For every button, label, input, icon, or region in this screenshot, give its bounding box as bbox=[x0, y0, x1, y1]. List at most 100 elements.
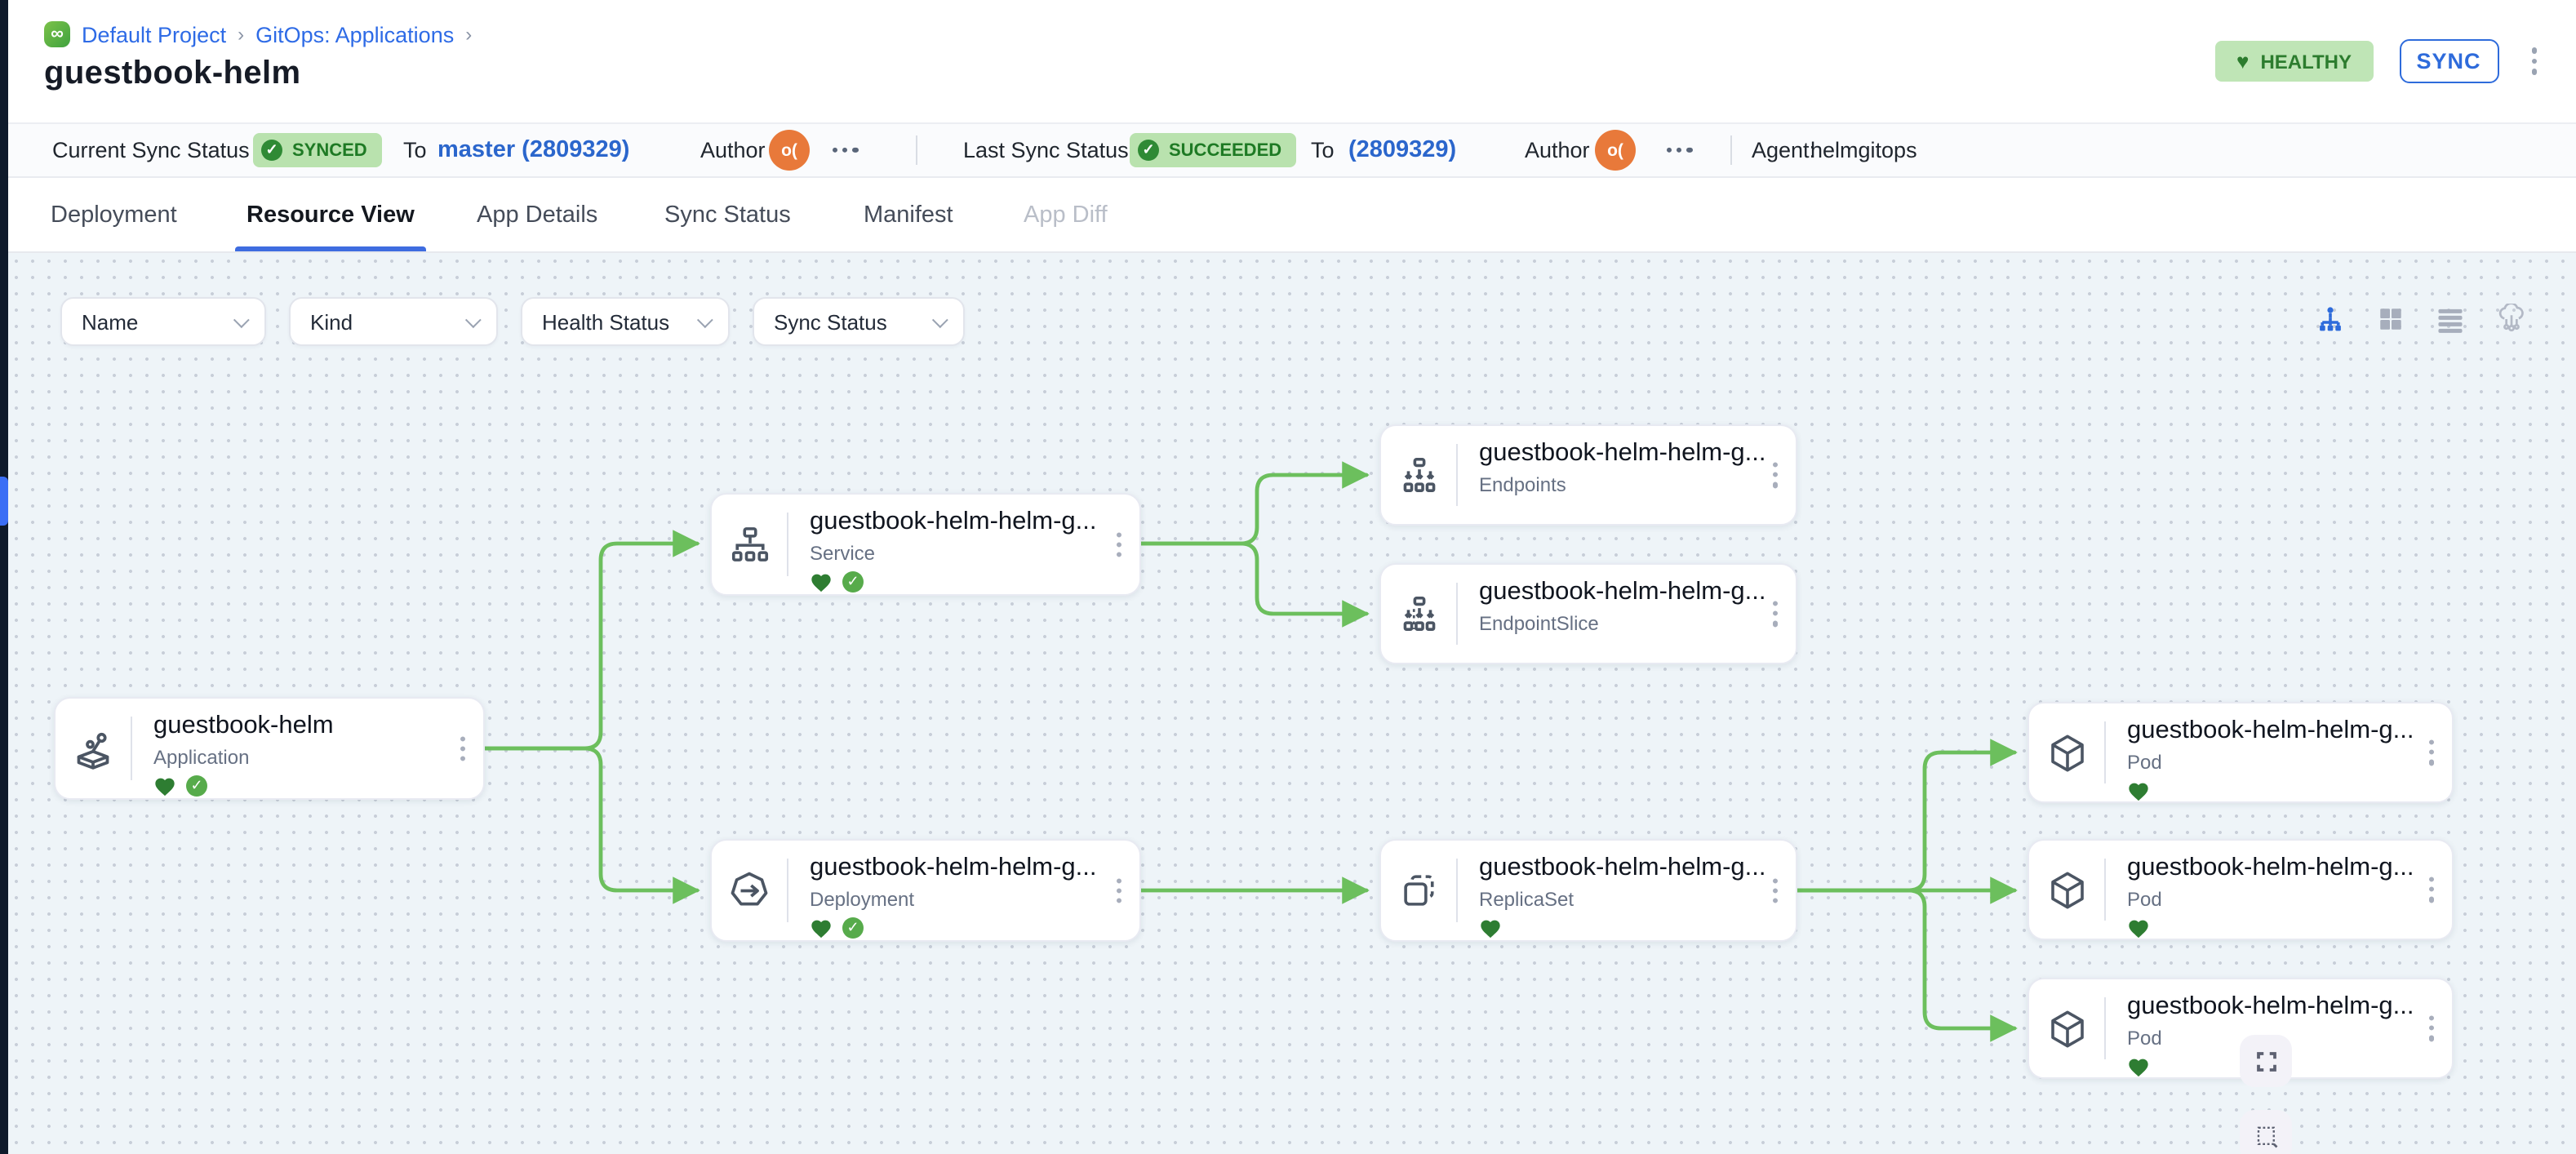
node-endpointslice[interactable]: guestbook-helm-helm-g... EndpointSlice ✓ bbox=[1379, 563, 1797, 664]
replicaset-icon bbox=[1381, 859, 1458, 922]
tab-app-details[interactable]: App Details bbox=[477, 202, 598, 228]
current-sync-status-label: Current Sync Status bbox=[52, 138, 250, 162]
selection-mode-button[interactable] bbox=[2240, 1110, 2292, 1154]
node-menu-button[interactable] bbox=[1770, 597, 1781, 629]
node-kind: Pod bbox=[2127, 888, 2162, 911]
chevron-down-icon bbox=[464, 311, 482, 328]
node-kind: Application bbox=[153, 746, 250, 769]
synced-badge: ✓ SYNCED bbox=[253, 133, 382, 167]
cluster-view-icon[interactable] bbox=[2496, 302, 2527, 343]
chevron-down-icon bbox=[696, 311, 713, 328]
healthy-heart-icon bbox=[2129, 920, 2148, 939]
pod-icon bbox=[2029, 721, 2106, 783]
more-commits-button[interactable] bbox=[1667, 147, 1693, 153]
node-title: guestbook-helm-helm-g... bbox=[2127, 992, 2414, 1020]
more-commits-button[interactable] bbox=[833, 147, 859, 153]
tab-deployment[interactable]: Deployment bbox=[51, 202, 177, 228]
tab-app-diff[interactable]: App Diff bbox=[1024, 202, 1108, 228]
filter-bar: Name Kind Health Status Sync Status bbox=[8, 297, 965, 346]
sync-status-filter-dropdown[interactable]: Sync Status bbox=[753, 297, 965, 346]
node-title: guestbook-helm-helm-g... bbox=[810, 508, 1097, 535]
node-menu-button[interactable] bbox=[457, 732, 469, 764]
node-kind: Deployment bbox=[810, 888, 915, 911]
view-toggle-group bbox=[2315, 302, 2527, 343]
node-pod[interactable]: guestbook-helm-helm-g... Pod ✓ bbox=[2027, 839, 2454, 940]
node-menu-button[interactable] bbox=[1113, 528, 1125, 560]
sidebar-active-indicator bbox=[0, 477, 8, 526]
breadcrumb-project-link[interactable]: Default Project bbox=[82, 22, 227, 47]
kind-filter-dropdown[interactable]: Kind bbox=[289, 297, 498, 346]
pod-icon bbox=[2029, 997, 2106, 1059]
node-endpoints[interactable]: guestbook-helm-helm-g... Endpoints ✓ bbox=[1379, 424, 1797, 526]
tab-manifest[interactable]: Manifest bbox=[864, 202, 953, 228]
sidebar-rail[interactable] bbox=[0, 0, 8, 1154]
node-menu-button[interactable] bbox=[2426, 873, 2437, 905]
node-pod[interactable]: guestbook-helm-helm-g... Pod ✓ bbox=[2027, 702, 2454, 803]
check-circle-icon: ✓ bbox=[261, 140, 282, 161]
to-label: To bbox=[403, 138, 427, 162]
node-service[interactable]: guestbook-helm-helm-g... Service ✓ bbox=[710, 493, 1141, 596]
name-filter-dropdown[interactable]: Name bbox=[60, 297, 266, 346]
node-title: guestbook-helm bbox=[153, 712, 334, 739]
node-menu-button[interactable] bbox=[2426, 736, 2437, 768]
node-title: guestbook-helm-helm-g... bbox=[810, 854, 1097, 881]
pod-icon bbox=[2029, 859, 2106, 921]
author-label: Author bbox=[700, 138, 766, 162]
node-menu-button[interactable] bbox=[1113, 874, 1125, 906]
agent-label: Agent: bbox=[1752, 138, 1816, 162]
healthy-heart-icon bbox=[811, 574, 831, 593]
node-menu-button[interactable] bbox=[1770, 874, 1781, 906]
tree-view-icon[interactable] bbox=[2315, 304, 2346, 342]
app-menu-button[interactable] bbox=[2525, 45, 2543, 78]
app-status-bar: Current Sync Status ✓ SYNCED To master (… bbox=[8, 122, 2576, 178]
node-application[interactable]: guestbook-helm Application ✓ bbox=[54, 697, 485, 800]
last-sync-status-label: Last Sync Status bbox=[963, 138, 1129, 162]
breadcrumb-applications-link[interactable]: GitOps: Applications bbox=[255, 22, 455, 47]
node-title: guestbook-helm-helm-g... bbox=[1479, 578, 1766, 606]
endpoints-icon bbox=[1381, 444, 1458, 506]
node-title: guestbook-helm-helm-g... bbox=[2127, 717, 2414, 744]
sync-button[interactable]: SYNC bbox=[2399, 39, 2498, 83]
breadcrumb-separator: › bbox=[238, 23, 245, 46]
node-title: guestbook-helm-helm-g... bbox=[1479, 439, 1766, 467]
node-kind: ReplicaSet bbox=[1479, 888, 1574, 911]
healthy-heart-icon bbox=[2129, 1059, 2148, 1077]
node-kind: Pod bbox=[2127, 1027, 2162, 1050]
agent-value: helmgitops bbox=[1810, 138, 1917, 162]
current-revision-link[interactable]: master (2809329) bbox=[437, 137, 630, 163]
chevron-down-icon bbox=[233, 311, 250, 328]
healthy-heart-icon bbox=[1481, 920, 1500, 939]
chevron-down-icon bbox=[931, 311, 948, 328]
node-replicaset[interactable]: guestbook-helm-helm-g... ReplicaSet ✓ bbox=[1379, 839, 1797, 942]
node-menu-button[interactable] bbox=[1770, 459, 1781, 490]
synced-check-icon: ✓ bbox=[842, 917, 864, 939]
health-status-badge: ♥ HEALTHY bbox=[2215, 41, 2373, 82]
fullscreen-button[interactable] bbox=[2240, 1035, 2292, 1087]
tab-sync-status[interactable]: Sync Status bbox=[664, 202, 791, 228]
synced-check-icon: ✓ bbox=[842, 571, 864, 593]
healthy-heart-icon bbox=[2129, 783, 2148, 801]
divider bbox=[916, 135, 917, 165]
breadcrumb: ∞ Default Project › GitOps: Applications… bbox=[44, 21, 472, 47]
node-menu-button[interactable] bbox=[2426, 1012, 2437, 1044]
list-view-icon[interactable] bbox=[2436, 306, 2465, 340]
health-status-filter-dropdown[interactable]: Health Status bbox=[521, 297, 730, 346]
heart-icon: ♥ bbox=[2236, 49, 2250, 73]
author-avatar[interactable]: o( bbox=[769, 130, 810, 171]
node-kind: Pod bbox=[2127, 751, 2162, 774]
node-kind: EndpointSlice bbox=[1479, 612, 1599, 635]
last-revision-link[interactable]: (2809329) bbox=[1348, 137, 1457, 163]
active-tab-indicator bbox=[235, 246, 426, 251]
node-deployment[interactable]: guestbook-helm-helm-g... Deployment ✓ bbox=[710, 839, 1141, 942]
node-title: guestbook-helm-helm-g... bbox=[2127, 854, 2414, 881]
author-avatar[interactable]: o( bbox=[1595, 130, 1636, 171]
grid-view-icon[interactable] bbox=[2377, 305, 2405, 341]
tab-resource-view[interactable]: Resource View bbox=[246, 202, 415, 228]
tab-bar: Deployment Resource View App Details Syn… bbox=[8, 178, 2576, 253]
page-title: guestbook-helm bbox=[44, 55, 301, 91]
author-label: Author bbox=[1525, 138, 1590, 162]
service-icon bbox=[712, 513, 788, 576]
to-label: To bbox=[1311, 138, 1335, 162]
project-logo-icon: ∞ bbox=[44, 21, 70, 47]
